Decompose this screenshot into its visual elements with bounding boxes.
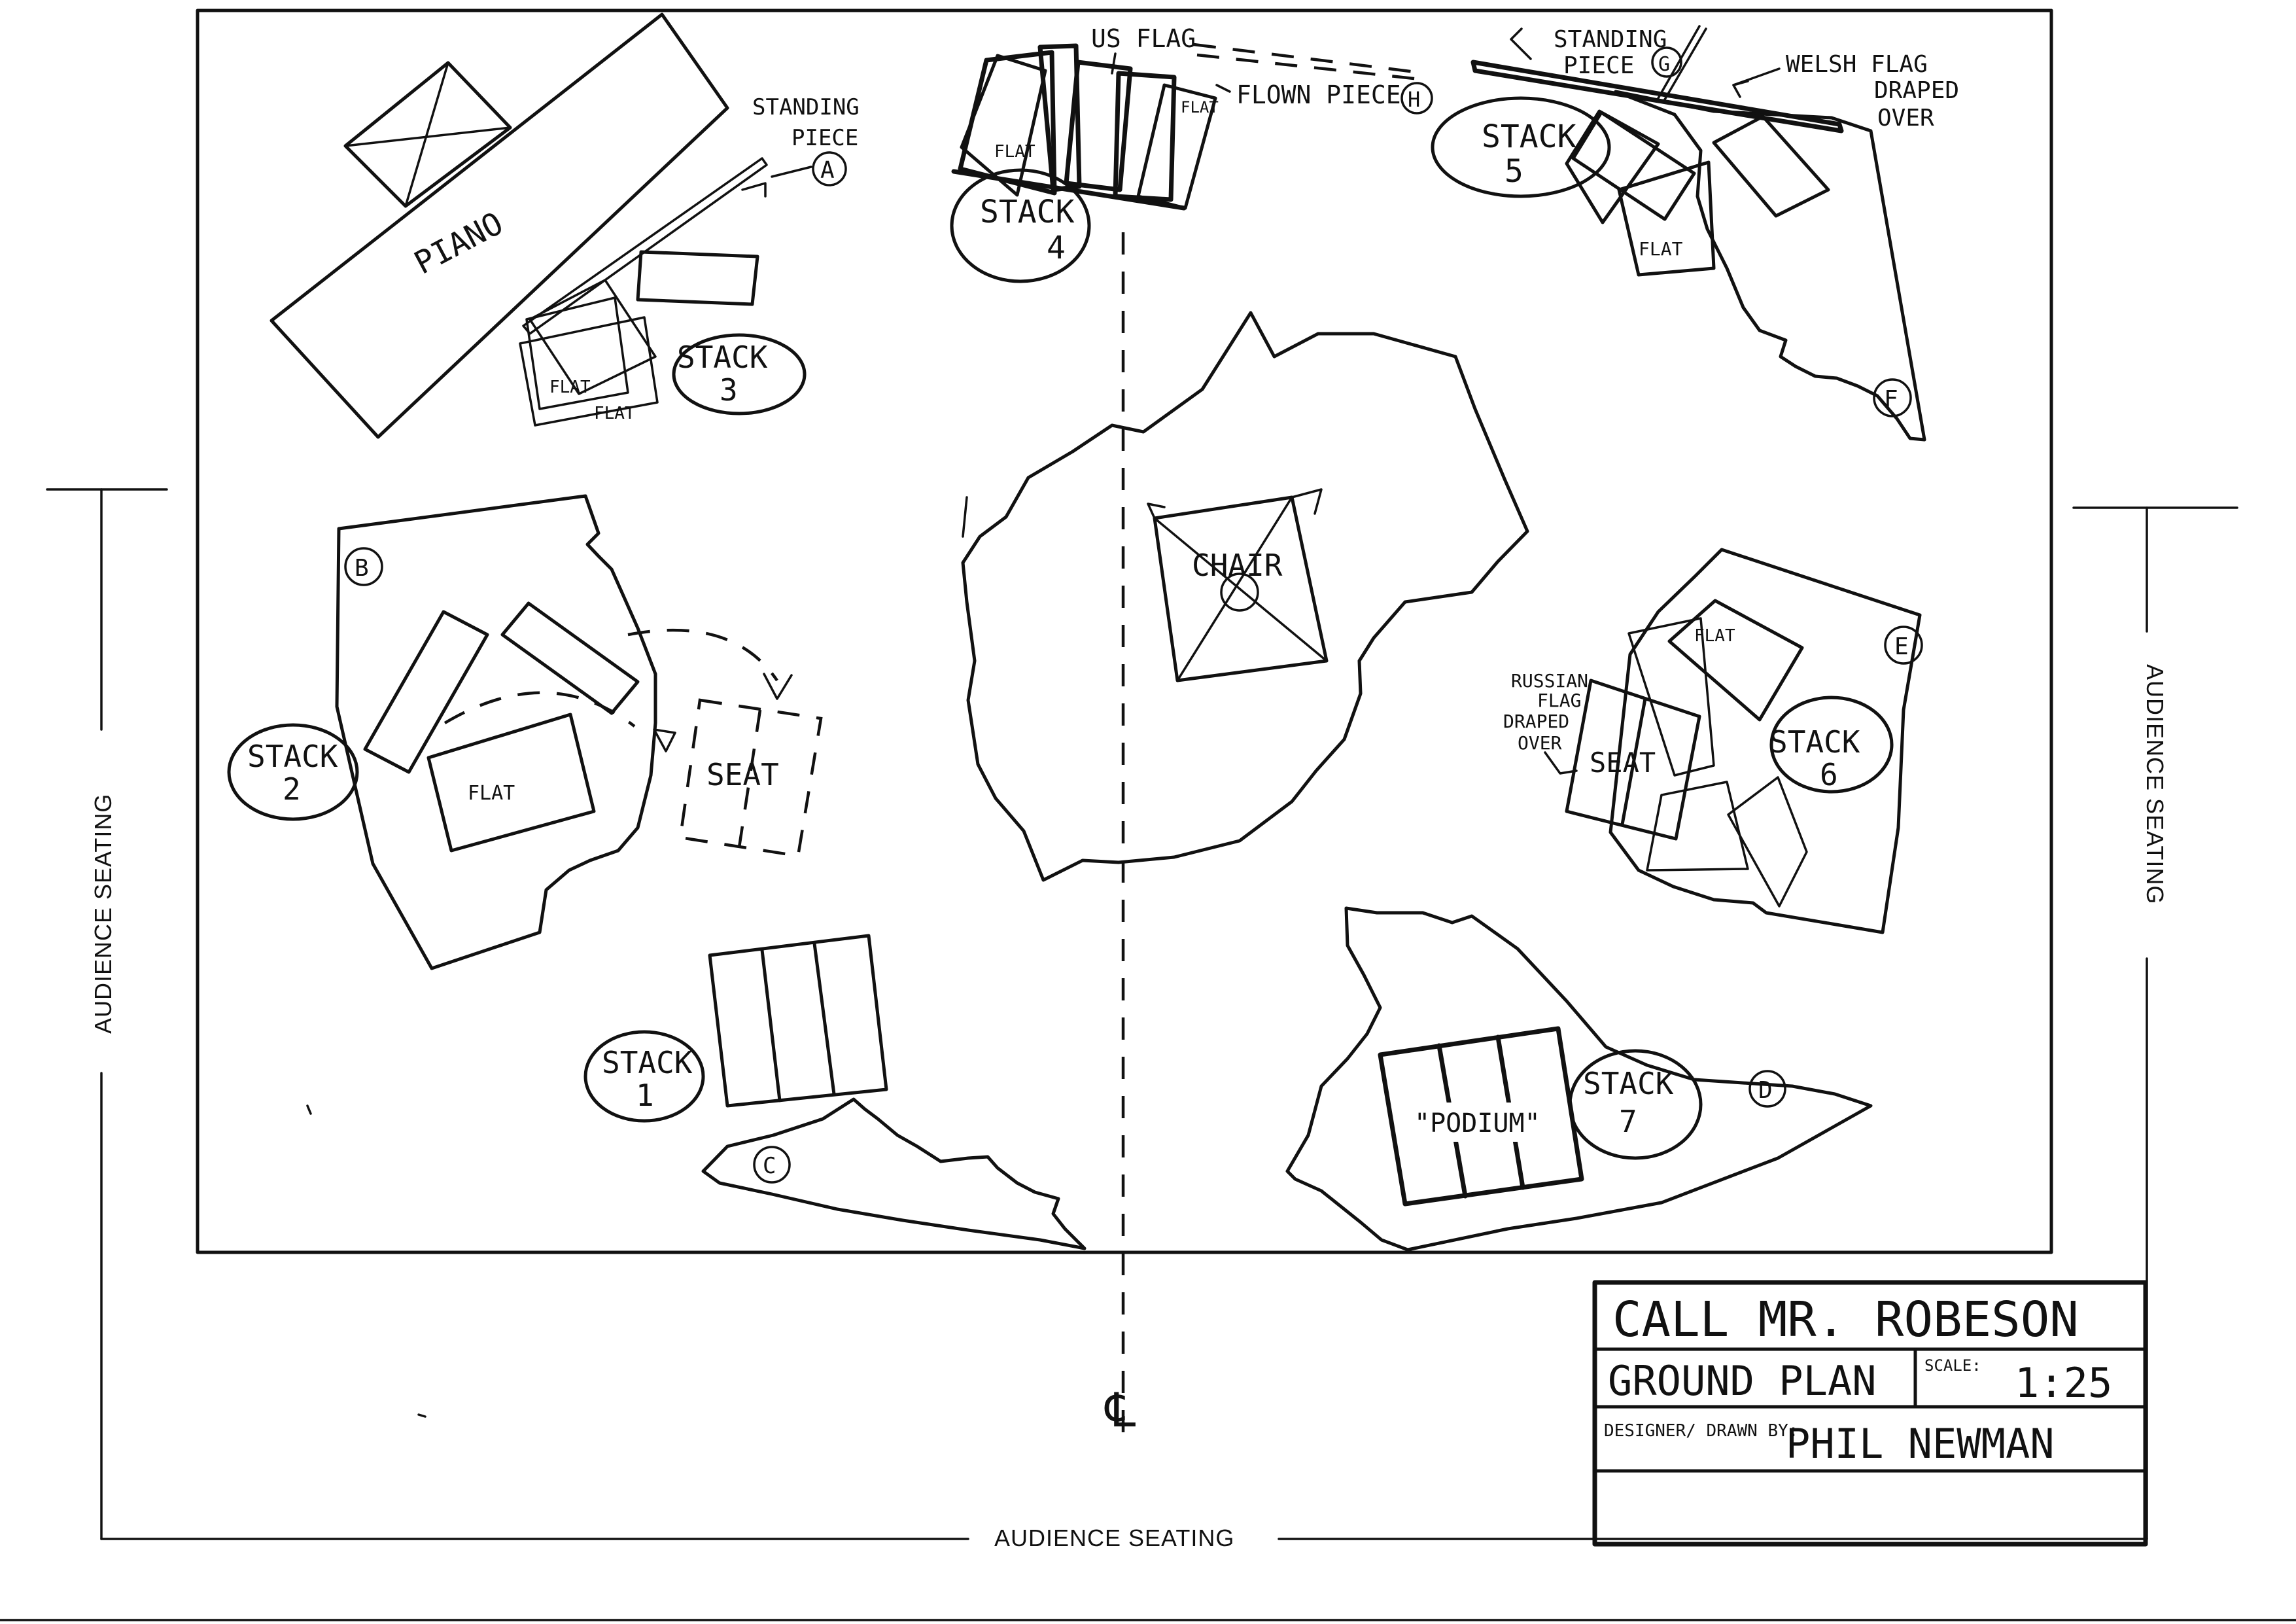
svg-text:7: 7 xyxy=(1619,1104,1637,1139)
marker-e xyxy=(1884,626,1923,665)
svg-text:RUSSIAN: RUSSIAN xyxy=(1511,670,1588,692)
piano: PIANO xyxy=(270,12,729,439)
stack-5-group: F STACK 5 FLAT STANDING PIECE G WELSH FL… xyxy=(1431,25,1959,442)
marker-g xyxy=(1651,46,1682,78)
svg-text:1: 1 xyxy=(636,1078,654,1113)
svg-text:H: H xyxy=(1408,87,1420,112)
stack-2-bubble xyxy=(227,723,359,821)
centre-line-symbol: ℄ xyxy=(1104,1383,1136,1438)
seat-right-label: SEAT xyxy=(1590,747,1656,779)
marker-a xyxy=(812,151,847,186)
svg-text:STANDING: STANDING xyxy=(1554,26,1667,53)
standing-piece-a: A STANDING PIECE xyxy=(522,94,860,335)
svg-text:DRAPED: DRAPED xyxy=(1503,711,1569,732)
production-title: CALL MR. ROBESON xyxy=(1612,1292,2079,1348)
svg-text:OVER: OVER xyxy=(1877,105,1934,132)
drawing-title: GROUND PLAN xyxy=(1608,1357,1877,1405)
stack-3-bubble xyxy=(672,333,807,415)
svg-text:STANDING: STANDING xyxy=(752,94,860,120)
marker-f xyxy=(1873,378,1912,417)
stack-6-bubble xyxy=(1769,696,1894,794)
stack-2-group: B FLAT SEAT STACK 2 xyxy=(227,494,823,970)
title-block: CALL MR. ROBESON GROUND PLAN SCALE: 1:25… xyxy=(1592,1280,2148,1547)
svg-text:FLAT: FLAT xyxy=(1639,238,1683,260)
audience-seating-bottom: AUDIENCE SEATING xyxy=(994,1525,1234,1551)
rostrum-e xyxy=(1609,548,1922,934)
svg-text:B: B xyxy=(355,555,369,582)
stage-outline xyxy=(196,9,2053,1254)
audience-seating-lines xyxy=(46,488,2238,1540)
svg-text:STACK: STACK xyxy=(677,340,768,375)
svg-text:4: 4 xyxy=(1047,230,1066,266)
svg-text:F: F xyxy=(1884,386,1898,413)
svg-text:2: 2 xyxy=(283,771,301,807)
stack-4-bubble xyxy=(950,168,1091,283)
svg-text:STACK: STACK xyxy=(602,1045,693,1080)
svg-text:5: 5 xyxy=(1505,153,1523,190)
svg-text:G: G xyxy=(1658,53,1670,76)
svg-text:STACK: STACK xyxy=(1769,724,1860,760)
svg-text:OVER: OVER xyxy=(1518,732,1562,754)
scale-label: SCALE: xyxy=(1924,1356,1981,1375)
stack-1-bubble xyxy=(583,1030,705,1123)
piano-label: PIANO xyxy=(408,205,509,281)
podium-label: "PODIUM" xyxy=(1414,1108,1540,1139)
chair-label: CHAIR xyxy=(1192,548,1283,583)
rostrum-c xyxy=(701,1097,1087,1250)
svg-text:WELSH FLAG: WELSH FLAG xyxy=(1786,51,1928,78)
svg-text:E: E xyxy=(1894,633,1909,660)
svg-text:D: D xyxy=(1758,1077,1773,1104)
stack-5-bubble xyxy=(1431,96,1611,198)
svg-text:PIECE: PIECE xyxy=(791,125,858,151)
stack-4-group: STACK 4 FLAT FLAT US FLAG FLOWN PIECE H xyxy=(950,24,1433,283)
centre-rostrum-group: CHAIR xyxy=(961,311,1529,882)
svg-text:3: 3 xyxy=(720,372,738,408)
stack-3-flats: FLAT FLAT STACK 3 xyxy=(519,250,807,427)
svg-text:STACK: STACK xyxy=(1583,1066,1674,1101)
marker-d xyxy=(1748,1070,1786,1108)
rostrum-f xyxy=(1614,90,1926,442)
svg-text:FLAT: FLAT xyxy=(1181,98,1219,116)
seat-left-label: SEAT xyxy=(706,757,779,792)
rostrum-d xyxy=(1285,906,1873,1252)
rostrum-b xyxy=(335,494,657,970)
svg-text:C: C xyxy=(763,1153,776,1179)
svg-text:FLAG: FLAG xyxy=(1537,690,1581,711)
marker-b xyxy=(344,547,383,586)
svg-text:US FLAG: US FLAG xyxy=(1091,24,1196,53)
svg-text:STACK: STACK xyxy=(1482,118,1576,155)
svg-text:FLAT: FLAT xyxy=(1694,626,1735,646)
stack-7-group: D "PODIUM" STACK 7 xyxy=(1285,906,1873,1252)
svg-text:6: 6 xyxy=(1820,757,1838,792)
svg-text:FLOWN PIECE: FLOWN PIECE xyxy=(1236,80,1401,109)
designer-name: PHIL NEWMAN xyxy=(1786,1420,2055,1468)
stack-7-bubble xyxy=(1568,1049,1703,1160)
svg-text:PIECE: PIECE xyxy=(1563,52,1634,79)
svg-text:FLAT: FLAT xyxy=(468,782,515,805)
svg-text:A: A xyxy=(820,157,835,184)
audience-seating-left: AUDIENCE SEATING xyxy=(90,794,116,1034)
svg-text:STACK: STACK xyxy=(980,194,1075,230)
svg-text:FLAT: FLAT xyxy=(994,142,1035,162)
svg-text:STACK: STACK xyxy=(247,739,338,774)
stack-6-group: E FLAT SEAT STACK 6 RUSSIAN FLAG DRAPED … xyxy=(1503,548,1923,934)
centre-rostrum xyxy=(961,311,1529,882)
svg-text:FLAT: FLAT xyxy=(549,378,591,397)
marker-c xyxy=(753,1146,791,1184)
scale-value: 1:25 xyxy=(2015,1359,2112,1407)
stack-1-group: STACK 1 C xyxy=(583,934,1087,1250)
svg-text:DRAPED: DRAPED xyxy=(1874,77,1959,104)
audience-seating-right: AUDIENCE SEATING xyxy=(2142,664,2168,904)
svg-text:FLAT: FLAT xyxy=(594,404,635,423)
designer-label: DESIGNER/ DRAWN BY: xyxy=(1604,1421,1798,1441)
marker-h xyxy=(1400,82,1433,115)
